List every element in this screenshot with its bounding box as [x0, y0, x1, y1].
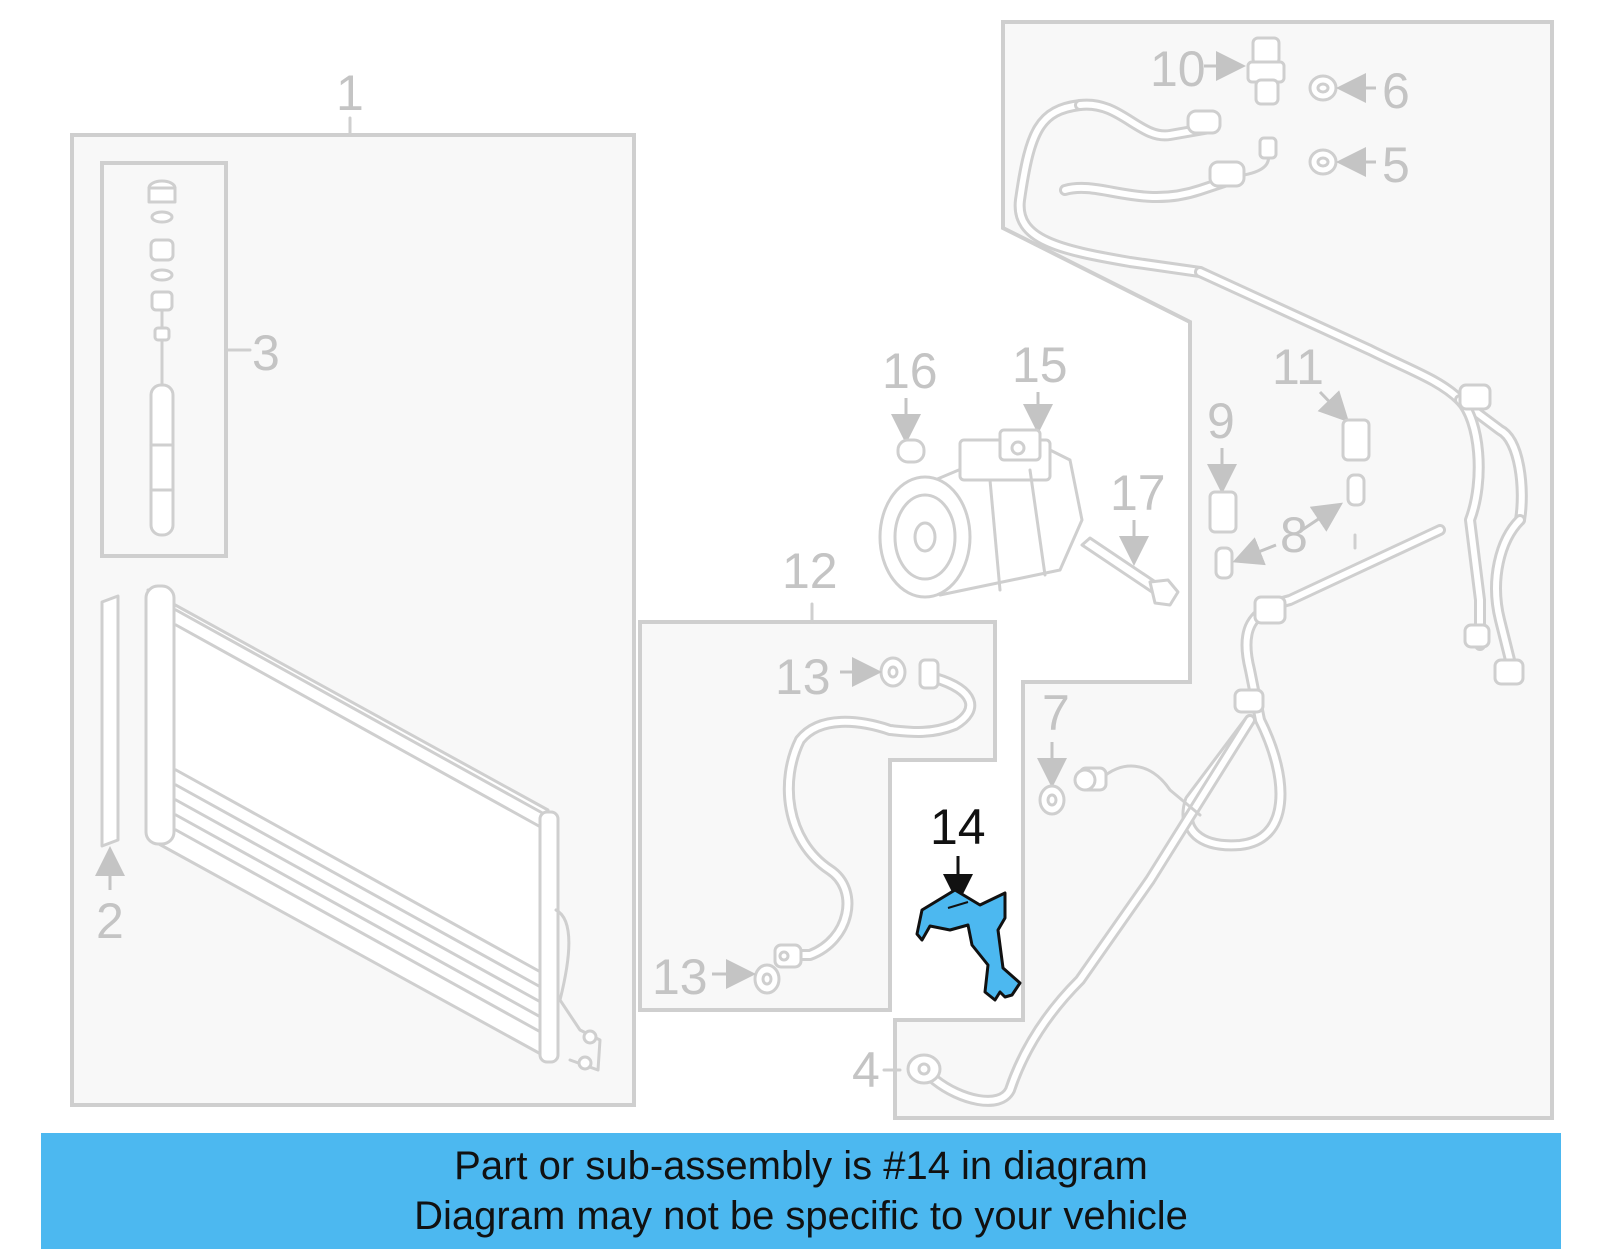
callout-14: 14	[930, 799, 986, 855]
bracket-shape	[915, 888, 1022, 1002]
callout-9: 9	[1207, 393, 1235, 449]
condenser-core	[144, 584, 602, 1072]
callout-10: 11	[1272, 339, 1324, 395]
footer-line-disclaimer: Diagram may not be specific to your vehi…	[414, 1194, 1188, 1238]
lower-hoses	[906, 524, 1446, 1107]
seal-strip-part-2: 2	[95, 594, 125, 949]
footer-banner: Part or sub-assembly is #14 in diagram D…	[41, 1133, 1561, 1249]
callout-4: 4	[852, 1042, 880, 1098]
callout-1: 1	[336, 65, 364, 121]
callout-7: 7	[1042, 685, 1070, 741]
callout-8: 8	[1280, 507, 1308, 563]
callout-12: 12	[782, 543, 838, 599]
callout-13-bottom: 13	[652, 949, 708, 1005]
callout-13-top: 13	[775, 649, 831, 705]
drier-parts	[147, 179, 177, 537]
callout-11: 10	[1150, 41, 1206, 97]
bracket-part-14: 14	[915, 799, 1022, 1002]
compressor-part-15: 15	[878, 337, 1084, 599]
callout-16: 16	[882, 343, 938, 399]
right-small-parts: 10 6 5 11 9 8 7 4	[852, 36, 1410, 1098]
liquid-line-hose	[753, 656, 977, 995]
callout-17: 17	[1110, 465, 1166, 521]
callout-3: 3	[252, 325, 280, 381]
plug-part-16: 16	[882, 343, 938, 464]
callout-5: 5	[1382, 137, 1410, 193]
upper-hoses	[1013, 98, 1528, 686]
footer-line-part-number: Part or sub-assembly is #14 in diagram	[454, 1144, 1148, 1188]
liquid-line-box	[638, 620, 997, 1012]
bolt-part-17: 17	[1080, 465, 1180, 607]
callout-15: 15	[1012, 337, 1068, 393]
callout-6: 6	[1382, 63, 1410, 119]
callout-2: 2	[96, 893, 124, 949]
